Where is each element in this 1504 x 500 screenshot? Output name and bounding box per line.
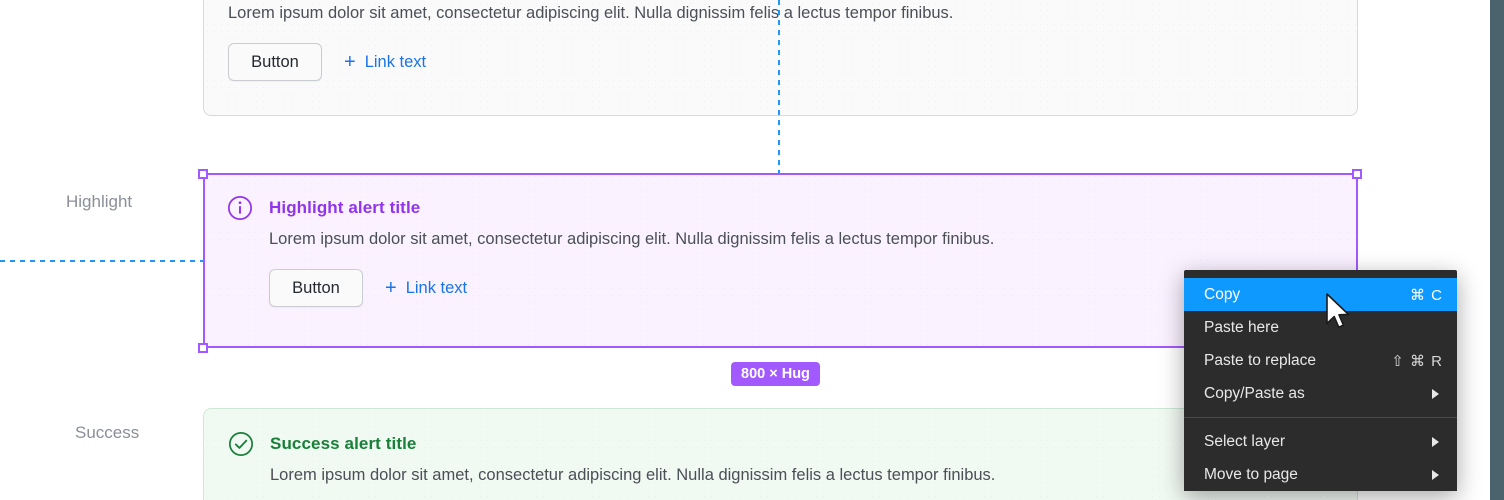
alert-body-text: Lorem ipsum dolor sit amet, consectetur … — [270, 466, 996, 484]
alert-card-highlight[interactable]: Highlight alert title Lorem ipsum dolor … — [203, 173, 1358, 348]
selection-handle-top-right[interactable] — [1352, 169, 1362, 179]
selection-handle-top-left[interactable] — [198, 169, 208, 179]
context-menu-item-shortcut: ⇧ ⌘ R — [1391, 352, 1443, 370]
context-menu-item-label: Move to page — [1204, 465, 1298, 483]
context-menu-item-copy[interactable]: Copy ⌘ C — [1184, 278, 1457, 311]
alert-actions: Button + Link text — [228, 43, 1333, 81]
info-circle-icon — [227, 195, 253, 221]
alert-body-text: Lorem ipsum dolor sit amet, consectetur … — [228, 4, 954, 22]
alert-title: Highlight alert title — [269, 198, 421, 217]
submenu-arrow-icon — [1432, 436, 1439, 447]
context-menu-item-paste-to-replace[interactable]: Paste to replace ⇧ ⌘ R — [1184, 344, 1457, 377]
alert-link-label: Link text — [405, 278, 468, 297]
alert-body-text: Lorem ipsum dolor sit amet, consectetur … — [269, 230, 995, 248]
alert-link-label: Link text — [364, 52, 427, 71]
section-label-success: Success — [75, 423, 140, 442]
context-menu-item-copy-paste-as[interactable]: Copy/Paste as — [1184, 377, 1457, 410]
plus-icon: + — [344, 51, 356, 73]
context-menu-item-label: Paste here — [1204, 318, 1279, 336]
plus-icon: + — [385, 277, 397, 299]
alert-title: Success alert title — [270, 434, 417, 453]
context-menu-item-label: Select layer — [1204, 432, 1285, 450]
submenu-arrow-icon — [1432, 469, 1439, 480]
context-menu-separator — [1184, 417, 1457, 418]
context-menu-item-label: Paste to replace — [1204, 351, 1317, 369]
alert-card-success[interactable]: Success alert title Lorem ipsum dolor si… — [203, 408, 1358, 500]
alert-button[interactable]: Button — [228, 43, 322, 81]
window-edge-strip — [1490, 0, 1504, 500]
alert-actions: Button + Link text — [269, 269, 1334, 307]
context-menu-item-label: Copy/Paste as — [1204, 384, 1305, 402]
check-circle-icon — [228, 431, 254, 457]
submenu-arrow-icon — [1432, 388, 1439, 399]
alert-link[interactable]: + Link text — [344, 52, 426, 72]
context-menu-item-paste-here[interactable]: Paste here — [1184, 311, 1457, 344]
context-menu-item-shortcut: ⌘ C — [1410, 286, 1443, 304]
context-menu-item-move-to-page[interactable]: Move to page — [1184, 458, 1457, 491]
context-menu-item-select-layer[interactable]: Select layer — [1184, 425, 1457, 458]
alert-header: Success alert title — [228, 429, 1333, 459]
smart-guide-vertical — [778, 0, 780, 174]
alert-link[interactable]: + Link text — [385, 278, 467, 298]
context-menu-item-label: Copy — [1204, 285, 1241, 303]
alert-header: Highlight alert title — [227, 193, 1334, 223]
selection-handle-bottom-left[interactable] — [198, 343, 208, 353]
alert-button[interactable]: Button — [269, 269, 363, 307]
section-label-highlight: Highlight — [66, 192, 133, 211]
context-menu[interactable]: Copy ⌘ C Paste here Paste to replace ⇧ ⌘… — [1184, 270, 1457, 491]
alert-card-neutral[interactable]: Lorem ipsum dolor sit amet, consectetur … — [203, 0, 1358, 116]
selection-size-badge: 800 × Hug — [731, 362, 820, 386]
smart-guide-horizontal — [0, 260, 203, 262]
